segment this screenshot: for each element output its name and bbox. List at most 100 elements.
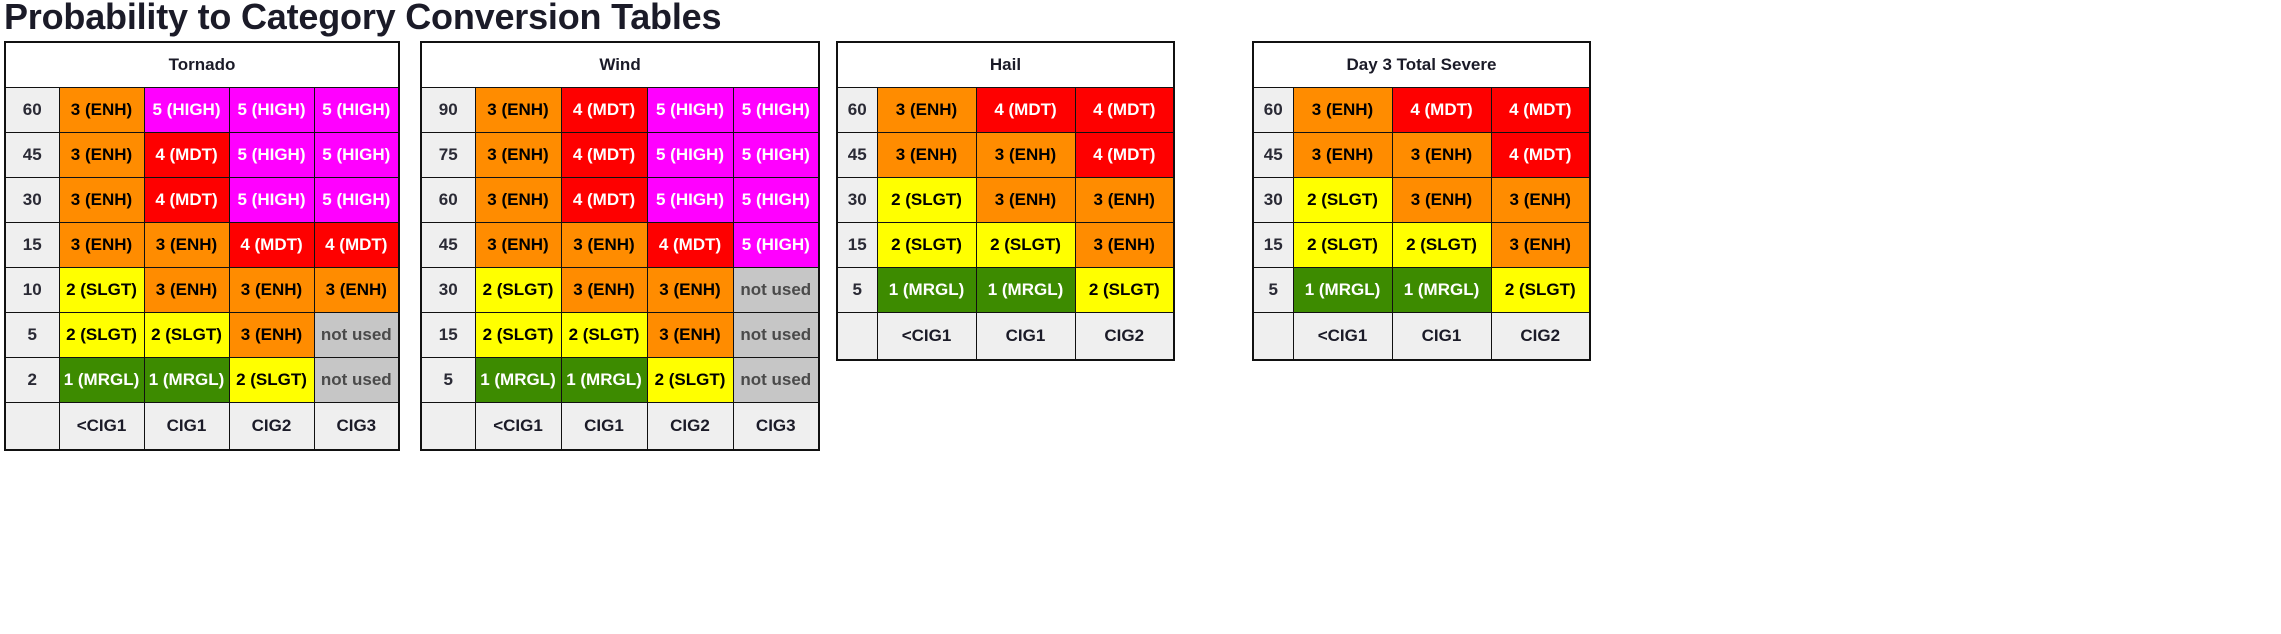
category-cell-hail-45-CIG1: 3 (ENH) bbox=[975, 132, 1076, 178]
table-title-row: Tornado bbox=[4, 41, 400, 88]
probability-label-15: 15 bbox=[1252, 222, 1294, 268]
category-cell-day3-total-severe-30-CIG2: 3 (ENH) bbox=[1490, 177, 1591, 223]
category-cell-wind-75-CIG3: 5 (HIGH) bbox=[732, 132, 820, 178]
category-cell-tornado-15-CIG1: 3 (ENH) bbox=[143, 222, 230, 268]
category-cell-tornado-60-CIG3: 5 (HIGH) bbox=[313, 87, 400, 133]
category-cell-hail-5-CIG2: 2 (SLGT) bbox=[1074, 267, 1175, 313]
category-cell-day3-total-severe-45-ltCIG1: 3 (ENH) bbox=[1292, 132, 1393, 178]
category-cell-day3-total-severe-5-ltCIG1: 1 (MRGL) bbox=[1292, 267, 1393, 313]
corner-blank-cell bbox=[4, 402, 60, 451]
category-cell-tornado-10-CIG2: 3 (ENH) bbox=[228, 267, 315, 313]
category-cell-hail-45-ltCIG1: 3 (ENH) bbox=[876, 132, 977, 178]
category-cell-day3-total-severe-30-CIG1: 3 (ENH) bbox=[1391, 177, 1492, 223]
category-cell-hail-30-ltCIG1: 2 (SLGT) bbox=[876, 177, 977, 223]
column-header-CIG2: CIG2 bbox=[1074, 312, 1175, 361]
table-title-tornado: Tornado bbox=[4, 41, 400, 88]
category-cell-tornado-15-CIG3: 4 (MDT) bbox=[313, 222, 400, 268]
column-header-CIG1: CIG1 bbox=[975, 312, 1076, 361]
column-header-CIG1: CIG1 bbox=[143, 402, 230, 451]
probability-label-5: 5 bbox=[4, 312, 60, 358]
category-cell-wind-45-CIG1: 3 (ENH) bbox=[560, 222, 648, 268]
category-cell-tornado-15-CIG2: 4 (MDT) bbox=[228, 222, 315, 268]
category-cell-day3-total-severe-60-ltCIG1: 3 (ENH) bbox=[1292, 87, 1393, 133]
probability-label-5: 5 bbox=[1252, 267, 1294, 313]
category-cell-wind-90-CIG1: 4 (MDT) bbox=[560, 87, 648, 133]
category-cell-wind-15-CIG2: 3 (ENH) bbox=[646, 312, 734, 358]
category-cell-wind-30-CIG1: 3 (ENH) bbox=[560, 267, 648, 313]
category-cell-wind-30-CIG2: 3 (ENH) bbox=[646, 267, 734, 313]
table-title-day3-total-severe: Day 3 Total Severe bbox=[1252, 41, 1591, 88]
category-cell-wind-90-ltCIG1: 3 (ENH) bbox=[474, 87, 562, 133]
category-cell-wind-5-ltCIG1: 1 (MRGL) bbox=[474, 357, 562, 403]
table-title-hail: Hail bbox=[836, 41, 1175, 88]
category-cell-wind-15-ltCIG1: 2 (SLGT) bbox=[474, 312, 562, 358]
column-header-ltCIG1: <CIG1 bbox=[474, 402, 562, 451]
category-cell-wind-45-ltCIG1: 3 (ENH) bbox=[474, 222, 562, 268]
category-cell-tornado-2-CIG3: not used bbox=[313, 357, 400, 403]
category-cell-day3-total-severe-45-CIG2: 4 (MDT) bbox=[1490, 132, 1591, 178]
probability-label-5: 5 bbox=[836, 267, 878, 313]
category-cell-tornado-45-CIG3: 5 (HIGH) bbox=[313, 132, 400, 178]
category-cell-tornado-10-CIG1: 3 (ENH) bbox=[143, 267, 230, 313]
page-title: Probability to Category Conversion Table… bbox=[4, 0, 722, 37]
probability-label-30: 30 bbox=[836, 177, 878, 223]
column-header-CIG2: CIG2 bbox=[1490, 312, 1591, 361]
column-header-ltCIG1: <CIG1 bbox=[876, 312, 977, 361]
column-header-CIG2: CIG2 bbox=[228, 402, 315, 451]
column-header-CIG1: CIG1 bbox=[560, 402, 648, 451]
category-cell-tornado-30-CIG3: 5 (HIGH) bbox=[313, 177, 400, 223]
table-title-row: Wind bbox=[420, 41, 820, 88]
probability-label-2: 2 bbox=[4, 357, 60, 403]
probability-label-45: 45 bbox=[836, 132, 878, 178]
column-header-ltCIG1: <CIG1 bbox=[1292, 312, 1393, 361]
probability-label-90: 90 bbox=[420, 87, 476, 133]
category-cell-tornado-5-CIG3: not used bbox=[313, 312, 400, 358]
probability-label-45: 45 bbox=[4, 132, 60, 178]
category-cell-wind-75-CIG2: 5 (HIGH) bbox=[646, 132, 734, 178]
category-cell-wind-15-CIG3: not used bbox=[732, 312, 820, 358]
probability-label-60: 60 bbox=[4, 87, 60, 133]
category-cell-tornado-2-ltCIG1: 1 (MRGL) bbox=[58, 357, 145, 403]
category-cell-tornado-5-CIG2: 3 (ENH) bbox=[228, 312, 315, 358]
probability-label-10: 10 bbox=[4, 267, 60, 313]
category-cell-day3-total-severe-5-CIG2: 2 (SLGT) bbox=[1490, 267, 1591, 313]
category-cell-tornado-45-CIG2: 5 (HIGH) bbox=[228, 132, 315, 178]
probability-label-60: 60 bbox=[420, 177, 476, 223]
column-header-CIG3: CIG3 bbox=[732, 402, 820, 451]
column-header-ltCIG1: <CIG1 bbox=[58, 402, 145, 451]
category-cell-wind-45-CIG2: 4 (MDT) bbox=[646, 222, 734, 268]
probability-label-45: 45 bbox=[1252, 132, 1294, 178]
column-header-CIG1: CIG1 bbox=[1391, 312, 1492, 361]
category-cell-wind-60-CIG1: 4 (MDT) bbox=[560, 177, 648, 223]
category-cell-tornado-2-CIG1: 1 (MRGL) bbox=[143, 357, 230, 403]
category-cell-hail-60-CIG2: 4 (MDT) bbox=[1074, 87, 1175, 133]
category-cell-tornado-30-CIG1: 4 (MDT) bbox=[143, 177, 230, 223]
category-cell-hail-15-ltCIG1: 2 (SLGT) bbox=[876, 222, 977, 268]
category-cell-wind-15-CIG1: 2 (SLGT) bbox=[560, 312, 648, 358]
category-cell-day3-total-severe-15-CIG2: 3 (ENH) bbox=[1490, 222, 1591, 268]
column-header-CIG3: CIG3 bbox=[313, 402, 400, 451]
category-cell-tornado-30-CIG2: 5 (HIGH) bbox=[228, 177, 315, 223]
category-cell-wind-5-CIG1: 1 (MRGL) bbox=[560, 357, 648, 403]
